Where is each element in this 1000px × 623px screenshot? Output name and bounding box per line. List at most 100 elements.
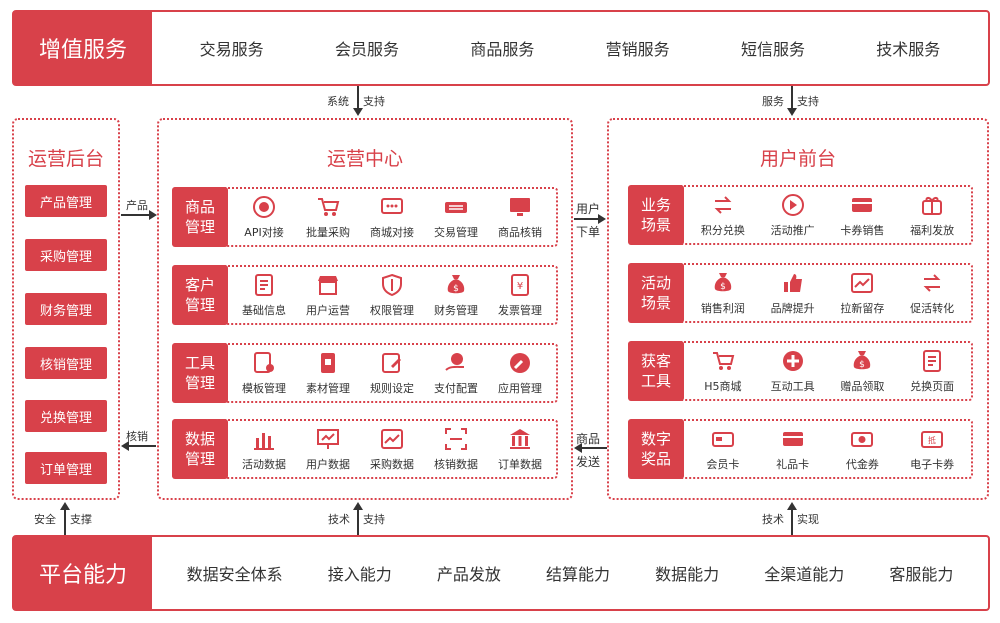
module-item[interactable]: $ 销售利润 [690,270,756,316]
connector-label: 产品 [126,199,148,212]
left-item[interactable]: 产品管理 [25,185,107,217]
module-item-label: 卡券销售 [840,224,885,237]
module-item-label: 电子卡券 [910,458,955,471]
module-item[interactable]: 应用管理 [488,350,552,396]
module-item[interactable]: 活动数据 [232,426,296,472]
connector-line [64,508,66,535]
module-item-label: 核销数据 [434,458,478,471]
module-item[interactable]: 拉新留存 [829,270,895,316]
left-item[interactable]: 核销管理 [25,347,107,379]
module-row-items: 基础信息用户运营权限管理$财务管理¥发票管理 [232,267,552,323]
module-row-items: 活动数据 用户数据采购数据核销数据 订单数据 [232,421,552,477]
connector-label: 实现 [797,513,819,526]
module-item-label: 订单数据 [498,458,542,471]
module-item[interactable]: 品牌提升 [760,270,826,316]
arrow-left-icon [121,441,129,451]
right-panel-title: 用户前台 [759,148,836,170]
module-item[interactable]: 兑换页面 [899,348,965,394]
module-row-label: 工具管理 [172,343,228,403]
svg-text:$: $ [860,360,866,370]
module-item[interactable]: 促活转化 [899,270,965,316]
module-item[interactable]: 抵电子卡券 [899,426,965,472]
monitor-icon [507,194,533,220]
module-item[interactable]: 用户数据 [296,426,360,472]
module-item-label: 兑换页面 [910,380,955,393]
gift-card-icon [780,426,806,452]
module-item[interactable]: 积分兑换 [690,192,756,238]
connector-label: 发送 [576,455,601,469]
module-item[interactable]: 权限管理 [360,272,424,318]
card-sale-icon [849,192,875,218]
module-item[interactable]: 采购数据 [360,426,424,472]
module-item-label: 交易管理 [434,226,478,239]
template-icon [251,350,277,376]
left-item[interactable]: 采购管理 [25,239,107,271]
connector-line [791,86,793,110]
module-item-label: 活动数据 [242,458,286,471]
module-item[interactable]: 模板管理 [232,350,296,396]
module-row: 活动场景 $ 销售利润 品牌提升拉新留存促活转化 [628,263,973,323]
module-row: 数字奖品会员卡礼品卡代金券抵电子卡券 [628,419,973,479]
thumb-icon [780,270,806,296]
module-item[interactable]: H5商城 [690,348,756,394]
bar-item: 数据安全体系 [186,565,283,584]
module-item[interactable]: $财务管理 [424,272,488,318]
cart-icon [315,194,341,220]
connector-line [121,214,151,216]
module-item[interactable]: 交易管理 [424,194,488,240]
module-item-label: 会员卡 [706,458,740,471]
module-item[interactable]: 卡券销售 [829,192,895,238]
arrow-right-icon [598,214,606,224]
center-panel: 运营中心 [157,118,573,500]
module-item[interactable]: 订单数据 [488,426,552,472]
module-item[interactable]: 批量采购 [296,194,360,240]
module-item[interactable]: 商品核销 [488,194,552,240]
module-item[interactable]: 会员卡 [690,426,756,472]
module-item-label: 基础信息 [242,304,286,317]
svg-text:$: $ [720,282,726,292]
module-item[interactable]: 互动工具 [760,348,826,394]
convert-icon [919,270,945,296]
exchange-icon [710,192,736,218]
module-item[interactable]: 活动推广 [760,192,826,238]
module-item[interactable]: 规则设定 [360,350,424,396]
svg-text:$: $ [453,284,459,294]
module-item[interactable]: 支付配置 [424,350,488,396]
bar-item: 结算能力 [545,565,610,584]
left-item[interactable]: 兑换管理 [25,400,107,432]
module-item-label: 用户数据 [306,458,350,471]
module-row-label: 活动场景 [628,263,684,323]
module-item[interactable]: API对接 [232,194,296,240]
arrow-left-icon [574,443,582,453]
module-item-label: 销售利润 [700,302,745,315]
bar-item: 产品发放 [436,565,501,584]
module-item-label: 礼品卡 [776,458,810,471]
material-icon [315,350,341,376]
module-item[interactable]: ¥发票管理 [488,272,552,318]
module-item[interactable]: 代金券 [829,426,895,472]
gift-bag-icon: $ [849,348,875,374]
wrench-icon [507,350,533,376]
module-item[interactable]: 礼品卡 [760,426,826,472]
connector-label: 技术 [762,513,784,526]
module-item-label: 应用管理 [498,382,542,395]
module-item[interactable]: 福利发放 [899,192,965,238]
invoice-icon: ¥ [507,272,533,298]
module-item[interactable]: 基础信息 [232,272,296,318]
connector-line [128,445,156,447]
bar-item: 客服能力 [889,565,954,584]
module-item[interactable]: 核销数据 [424,426,488,472]
module-item[interactable]: $赠品领取 [829,348,895,394]
board-icon [315,426,341,452]
left-item[interactable]: 订单管理 [25,452,107,484]
left-item[interactable]: 财务管理 [25,293,107,325]
module-item[interactable]: 素材管理 [296,350,360,396]
module-item-label: API对接 [244,226,284,239]
module-row-items: $ 销售利润 品牌提升拉新留存促活转化 [688,265,967,321]
module-item[interactable]: 用户运营 [296,272,360,318]
connector-line [357,86,359,110]
module-item[interactable]: 商城对接 [360,194,424,240]
top-bar: 增值服务 交易服务会员服务商品服务营销服务短信服务技术服务 [12,10,990,86]
rules-icon [379,350,405,376]
connector-label: 支持 [797,95,819,108]
